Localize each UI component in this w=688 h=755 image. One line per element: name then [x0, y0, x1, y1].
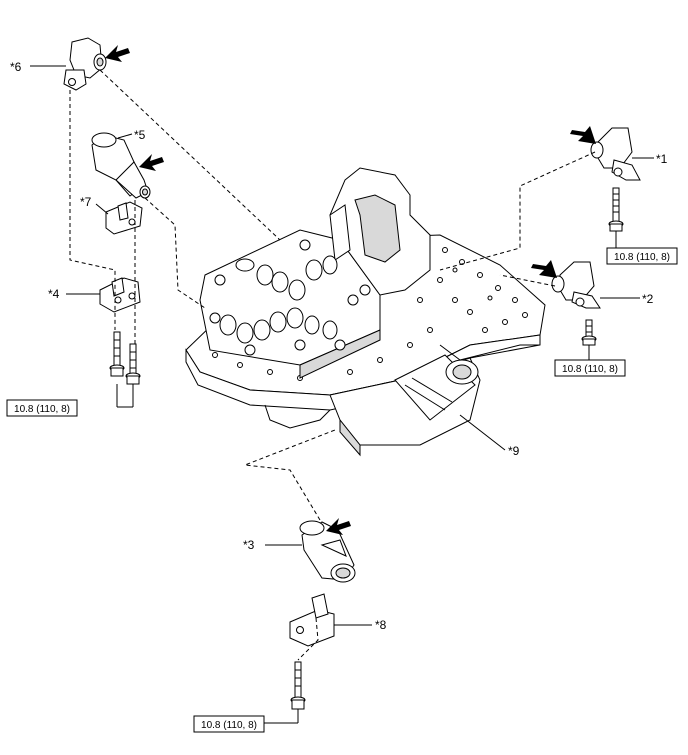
callout-3: *3 [243, 538, 255, 552]
torque-box-1: 10.8 (110, 8) [606, 247, 678, 265]
torque-value: 10.8 (110, 8) [614, 252, 670, 263]
valve-body-assembly [185, 167, 546, 457]
solenoid-6 [63, 37, 107, 91]
assembly-guide-lines [69, 69, 617, 661]
body-bolts [209, 239, 371, 356]
solenoid-1 [590, 127, 641, 181]
solenoid-5 [91, 132, 151, 199]
callout-6: *6 [10, 60, 22, 74]
callout-7: *7 [80, 195, 92, 209]
arrow-icon [531, 260, 557, 278]
plate-holes [212, 247, 528, 381]
torque-value: 10.8 (110, 8) [562, 364, 618, 375]
bracket-8 [289, 593, 335, 647]
torque-value: 10.8 (110, 8) [14, 404, 70, 415]
bracket-7 [105, 201, 143, 235]
leader-lines [30, 65, 654, 724]
arrow-icon [326, 518, 351, 535]
callout-5: *5 [134, 128, 146, 142]
torque-box-2: 10.8 (110, 8) [554, 359, 626, 377]
arrow-icon [105, 45, 130, 62]
spool-bores [219, 255, 338, 344]
callout-9: *9 [508, 444, 520, 458]
bracket-4 [99, 277, 141, 313]
bolt-8 [290, 661, 306, 710]
arrow-icon [570, 126, 596, 144]
bolts-4 [109, 331, 141, 385]
solenoid-9-body [394, 354, 479, 421]
torque-value: 10.8 (110, 8) [201, 720, 257, 731]
callout-1: *1 [656, 152, 668, 166]
bolt-2 [581, 319, 597, 360]
torque-box-4: 10.8 (110, 8) [193, 715, 265, 733]
torque-box-3: 10.8 (110, 8) [6, 399, 78, 417]
solenoid-3 [299, 520, 356, 583]
arrow-icon [139, 154, 164, 171]
callout-2: *2 [642, 292, 654, 306]
callout-4: *4 [48, 287, 60, 301]
solenoid-2 [551, 261, 601, 309]
callout-8: *8 [375, 618, 387, 632]
